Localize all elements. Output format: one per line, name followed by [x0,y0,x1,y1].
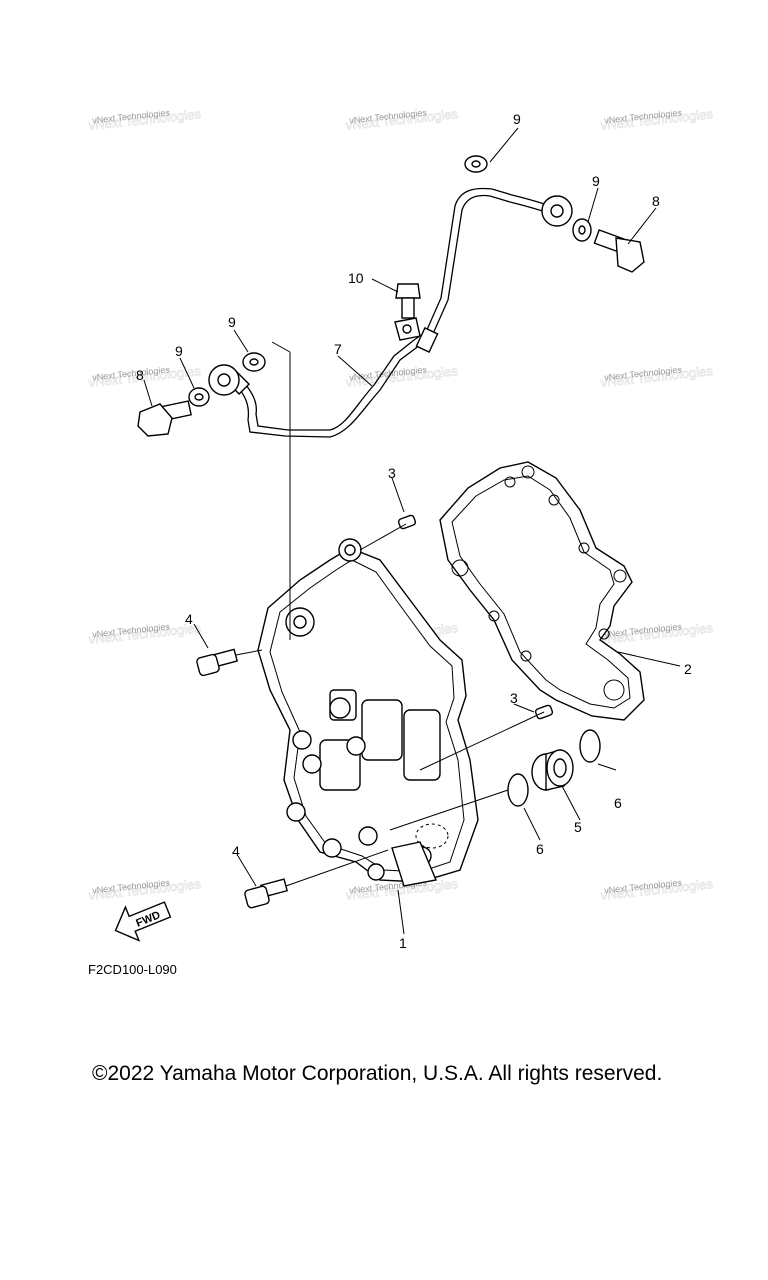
callout-4-lower: 4 [232,843,240,859]
watermark: vNext Technologies vNext Technologies [600,106,715,133]
copyright-notice: ©2022 Yamaha Motor Corporation, U.S.A. A… [92,1062,663,1085]
banjo-fitting-upper [541,195,573,227]
gasket [439,461,645,721]
callout-1: 1 [399,935,407,951]
callout-10: 10 [348,270,364,286]
watermark: vNext Technologies vNext Technologies [88,106,203,133]
pipe-bracket [394,317,421,341]
oil-seal [531,749,574,791]
banjo-fitting-lower [208,364,240,396]
callout-3-lower: 3 [510,690,518,706]
callout-9-left: 9 [175,343,183,359]
callout-6-right: 6 [614,795,622,811]
watermark: vNext Technologies vNext Technologies [345,106,460,133]
cover-bolt-upper [196,648,239,677]
callout-9-right: 9 [592,173,600,189]
figure-code: F2CD100-L090 [88,962,177,977]
bracket-bolt [395,283,421,319]
callout-8-upper: 8 [652,193,660,209]
washer-9b [572,218,592,242]
o-ring-left [507,773,529,807]
callout-3-upper: 3 [388,465,396,481]
exploded-parts-diagram: vNext Technologies vNext Technologies vN… [88,106,715,951]
callouts: 1 2 3 3 4 4 5 6 6 7 8 8 9 9 9 9 10 [136,111,692,951]
leader-lines [143,127,681,935]
union-bolt-lower [137,400,192,437]
callout-9-mid: 9 [228,314,236,330]
watermark: vNext Technologies vNext Technologies [345,363,460,390]
callout-5: 5 [574,819,582,835]
callout-8-lower: 8 [136,367,144,383]
callout-4-upper: 4 [185,611,193,627]
o-ring-right [579,729,601,763]
watermark: vNext Technologies vNext Technologies [600,363,715,390]
washer-9c [242,352,266,372]
watermark: vNext Technologies vNext Technologies [88,363,203,390]
union-bolt-upper [593,229,645,273]
callout-9-top: 9 [513,111,521,127]
washer-9d [188,387,210,407]
callout-6-left: 6 [536,841,544,857]
washer-9a [464,155,488,173]
callout-7: 7 [334,341,342,357]
watermark: vNext Technologies vNext Technologies [600,876,715,903]
crankcase-cover [257,538,479,887]
cover-bolt-lower [244,878,289,909]
fwd-arrow-icon: FWD [114,901,172,942]
oil-pipe [223,187,551,438]
watermark: vNext Technologies vNext Technologies [600,620,715,647]
watermark: vNext Technologies vNext Technologies [88,876,203,903]
callout-2: 2 [684,661,692,677]
